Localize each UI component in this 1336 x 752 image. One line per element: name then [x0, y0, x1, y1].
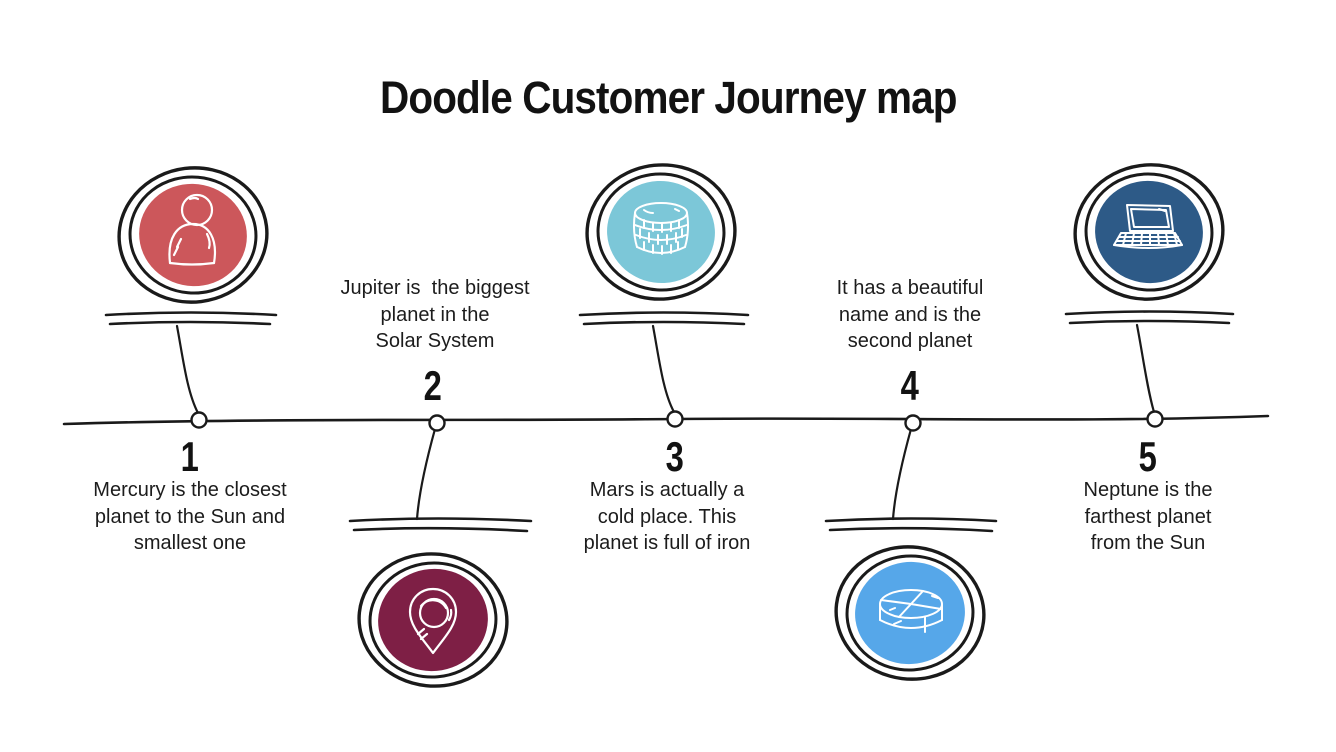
- timeline-node-3: [666, 410, 684, 428]
- timeline-line: [62, 414, 1270, 426]
- milestone-4-fill: [855, 561, 965, 665]
- milestone-2-fill: [378, 568, 488, 672]
- milestone-5-number: 5: [1138, 433, 1158, 480]
- connector-stems: [175, 323, 1156, 521]
- person-icon: [168, 193, 217, 266]
- shelf-lines: [104, 310, 1235, 533]
- milestone-1-description: Mercury is the closest planet to the Sun…: [93, 479, 287, 554]
- brick-cylinder-icon: [632, 202, 690, 255]
- milestone-3-number: 3: [665, 433, 685, 480]
- milestone-circle-5: [1073, 163, 1225, 301]
- milestone-circle-3: [585, 163, 737, 301]
- milestone-4-number: 4: [900, 362, 920, 409]
- milestone-2-number: 2: [423, 362, 443, 409]
- milestone-1-fill: [139, 183, 247, 287]
- milestone-1-number: 1: [180, 433, 200, 480]
- timeline-nodes: [190, 410, 1164, 432]
- timeline-node-2: [428, 414, 446, 432]
- milestone-circle-1: [117, 166, 269, 304]
- milestone-4-description: It has a beautiful name and is the secon…: [836, 277, 984, 352]
- milestone-2-description: Jupiter is the biggest planet in the Sol…: [340, 277, 530, 352]
- location-pin-icon: [408, 587, 458, 655]
- milestone-3-description: Mars is actually a cold place. This plan…: [583, 479, 751, 554]
- milestone-5-description: Neptune is the farthest planet from the …: [1083, 479, 1213, 554]
- timeline-node-4: [904, 414, 922, 432]
- laptop-icon: [1113, 204, 1183, 249]
- milestone-circle-4: [834, 545, 986, 681]
- pie-chart-icon: [879, 589, 943, 633]
- milestone-circle-2: [357, 552, 509, 688]
- timeline-node-1: [190, 411, 208, 429]
- page-title: Doodle Customer Journey map: [379, 72, 957, 123]
- timeline-node-5: [1146, 410, 1164, 428]
